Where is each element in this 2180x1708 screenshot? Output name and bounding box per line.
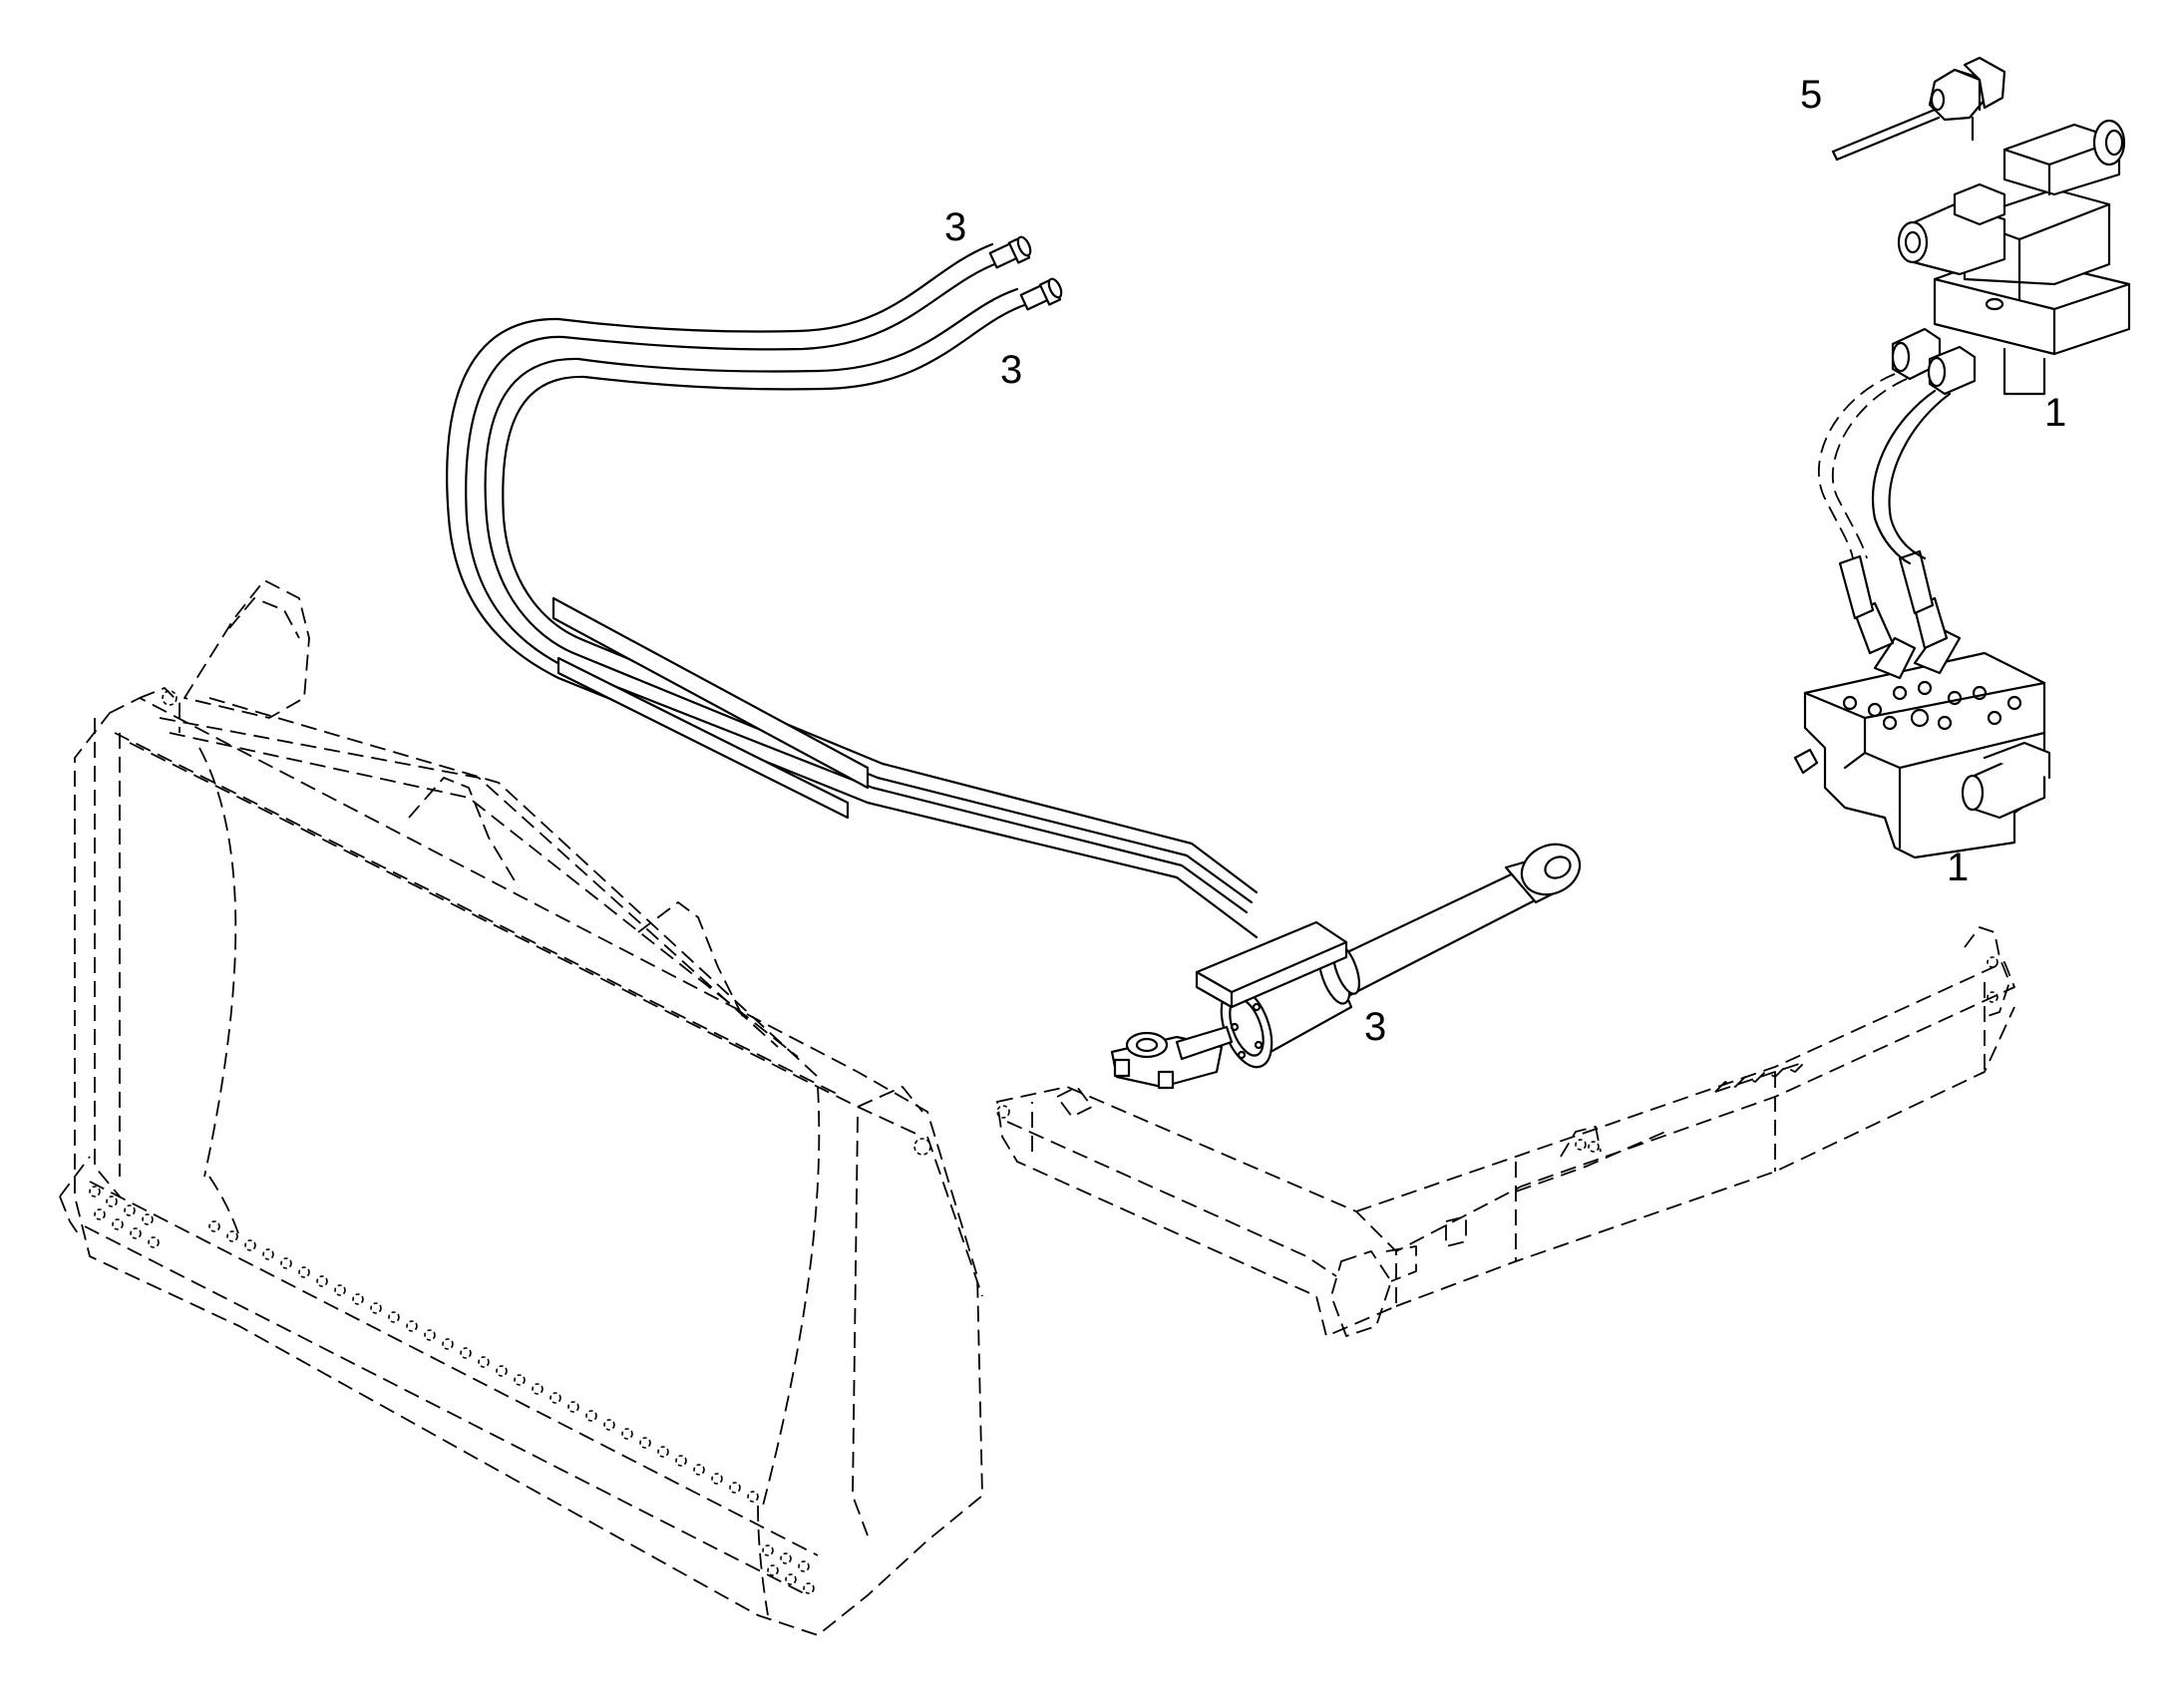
callout-valve-bottom: 1 — [1947, 846, 1969, 889]
push-frame-phantom — [995, 926, 2015, 1338]
callout-pipe-top-upper: 3 — [944, 205, 966, 249]
hydraulic-hose-pair — [446, 235, 1259, 939]
callout-connector: 5 — [1800, 73, 1822, 117]
hydraulic-cylinder — [1110, 843, 1582, 1090]
callout-cylinder: 3 — [1364, 1005, 1386, 1049]
solenoid-valve — [1891, 119, 2131, 396]
bolt-holes-row — [89, 1186, 815, 1594]
callout-labels: 3 3 3 5 1 1 — [944, 73, 2066, 1049]
control-valve-block — [1793, 549, 2051, 859]
callout-pipe-top-lower: 3 — [1000, 348, 1022, 392]
connector-plug — [1831, 56, 2006, 162]
callout-valve-top: 1 — [2044, 391, 2066, 435]
pilot-lines-phantom — [1817, 373, 1952, 565]
hose-fitting-lower — [1019, 277, 1063, 311]
hose-fitting-upper — [988, 235, 1032, 269]
dozer-blade-phantom — [59, 579, 983, 1636]
